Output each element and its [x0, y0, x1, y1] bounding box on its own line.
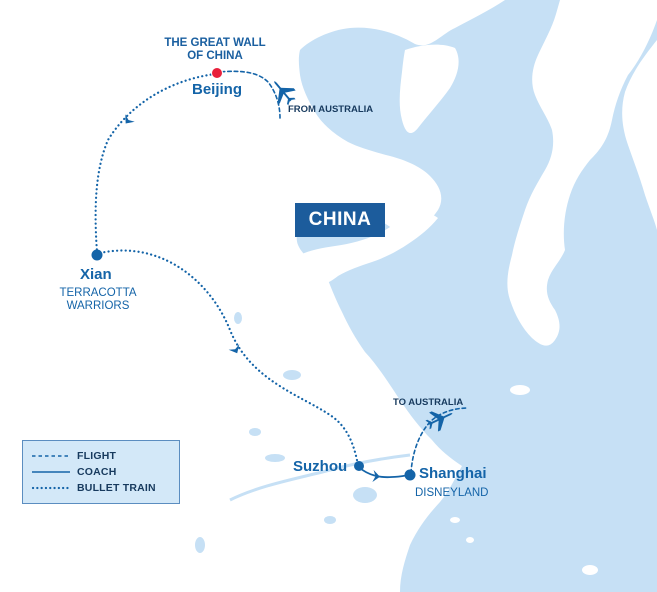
plane-icon: [274, 81, 296, 106]
lake-3: [265, 454, 285, 462]
land-korea: [507, 0, 657, 346]
xian-attraction-line2: WARRIORS: [66, 300, 130, 312]
city-label-suzhou: Suzhou: [293, 458, 348, 475]
legend-item-coach: COACH: [31, 464, 171, 480]
shanghai-attraction-label: DISNEYLAND: [415, 487, 489, 499]
xian-attraction-label: TERRACOTTA WARRIORS: [53, 287, 143, 313]
city-label-beijing: Beijing: [192, 81, 243, 98]
route-train-xian-suzhou: [98, 249, 360, 467]
beijing-attraction-label: THE GREAT WALL OF CHINA: [140, 37, 290, 63]
note-from-australia: FROM AUSTRALIA: [288, 104, 374, 115]
land-japan: [622, 40, 657, 230]
legend-swatch-dotted: [31, 486, 71, 490]
route-flight-from-australia: [217, 70, 281, 119]
land-island-3: [582, 565, 598, 575]
xian-attraction-line1: TERRACOTTA: [59, 287, 137, 299]
note-to-australia: TO AUSTRALIA: [393, 397, 464, 408]
legend-item-flight: FLIGHT: [31, 448, 171, 464]
route-train-beijing-xian: [94, 72, 217, 254]
marker-suzhou[interactable]: [354, 461, 364, 471]
routes: [94, 70, 469, 479]
lake-6: [324, 516, 336, 524]
lake-2: [249, 428, 261, 436]
land-jeju: [510, 385, 530, 395]
arrow-icon: [372, 470, 380, 482]
land-liaodong: [399, 44, 459, 134]
legend: FLIGHT COACH BULLET TRAIN: [22, 440, 180, 504]
land-island-2: [466, 537, 474, 543]
city-label-xian: Xian: [80, 266, 112, 283]
legend-swatch-solid: [32, 471, 70, 473]
legend-label-coach: COACH: [77, 466, 117, 478]
land-shandong: [300, 211, 438, 284]
lake-5: [234, 312, 242, 324]
city-label-shanghai: Shanghai: [419, 465, 487, 482]
lake-4: [195, 537, 205, 553]
legend-label-bullet-train: BULLET TRAIN: [77, 482, 156, 494]
yangtze-river: [229, 453, 411, 502]
legend-item-bullet-train: BULLET TRAIN: [31, 480, 171, 496]
marker-shanghai[interactable]: [404, 469, 416, 481]
legend-swatch-dashed: [32, 455, 70, 457]
plane-icon: [425, 411, 453, 432]
route-arrows: [125, 114, 380, 482]
beijing-attraction-line1: THE GREAT WALL: [164, 37, 266, 49]
arrow-icon: [228, 344, 240, 354]
beijing-attraction-line2: OF CHINA: [187, 50, 243, 62]
lake-taihu: [353, 487, 377, 503]
country-label: CHINA: [295, 203, 385, 237]
land-island-1: [450, 517, 460, 523]
land-areas: [300, 0, 657, 575]
arrow-icon: [125, 114, 135, 124]
route-coach-suzhou-shanghai: [359, 467, 410, 479]
legend-label-flight: FLIGHT: [77, 450, 117, 462]
marker-beijing[interactable]: [211, 67, 223, 79]
lake-1: [283, 370, 301, 380]
marker-xian[interactable]: [91, 249, 103, 261]
